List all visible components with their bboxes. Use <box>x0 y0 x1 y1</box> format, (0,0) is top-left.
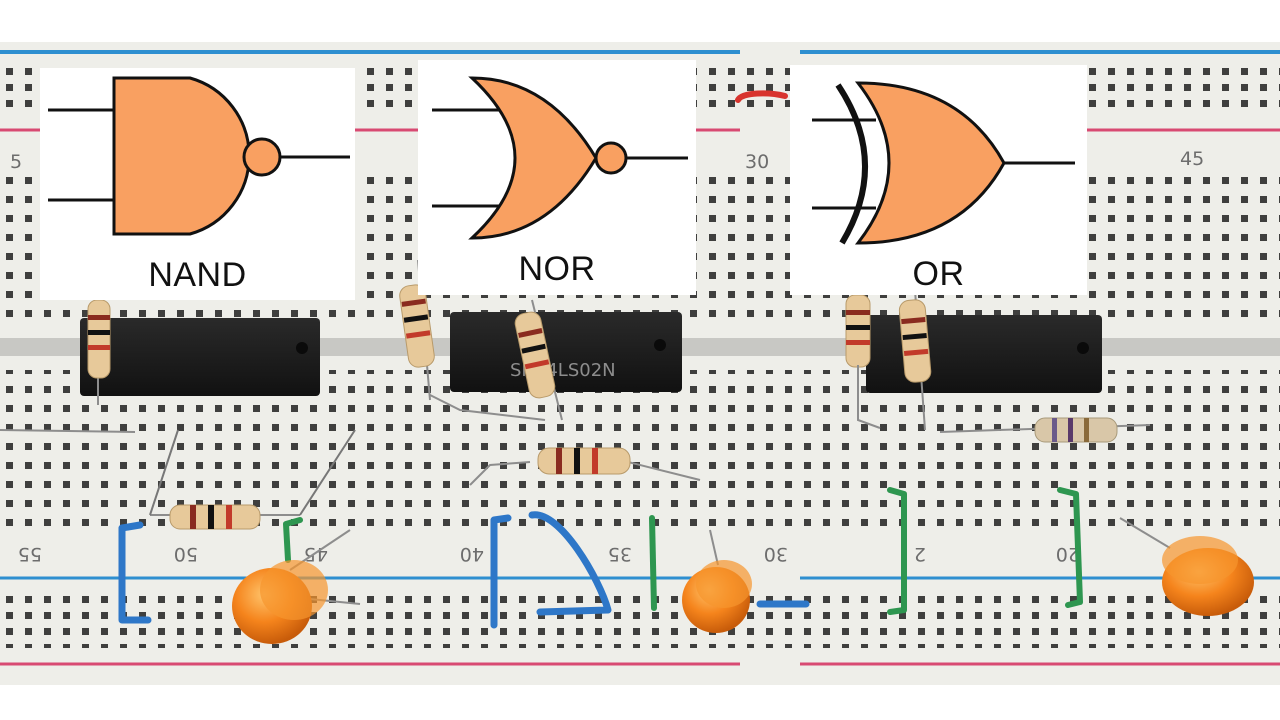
resistor <box>469 447 701 486</box>
led-nand <box>232 529 361 644</box>
col-number: 5 <box>10 151 22 173</box>
or-gate-panel: OR <box>790 65 1087 295</box>
jumper-wire-red <box>735 90 788 103</box>
col-number: 55 <box>18 543 42 565</box>
gate-label: OR <box>912 255 965 293</box>
jumper-wire-green <box>887 487 907 615</box>
led-nor <box>682 529 752 633</box>
jumper-wire-blue <box>490 514 512 629</box>
lead <box>299 429 356 516</box>
col-number: 40 <box>460 543 484 565</box>
resistor <box>514 299 563 421</box>
resistor <box>399 259 435 401</box>
led-or <box>1119 517 1254 616</box>
or-gate-icon <box>812 81 1075 245</box>
gate-label: NOR <box>518 250 596 288</box>
lead <box>857 365 881 429</box>
lead <box>0 429 136 433</box>
nand-gate-icon <box>48 76 350 236</box>
gate-label: NAND <box>148 256 247 294</box>
ic-chip-nand <box>80 318 320 396</box>
col-number: 35 <box>608 543 632 565</box>
resistor <box>150 504 300 530</box>
nor-gate-panel: NOR <box>418 60 696 295</box>
col-number: 20 <box>1056 543 1080 565</box>
col-number: 30 <box>745 151 769 173</box>
col-number: 50 <box>174 543 198 565</box>
lead <box>149 429 179 516</box>
nor-gate-icon <box>432 76 688 240</box>
col-number: 45 <box>1180 148 1204 170</box>
resistor <box>898 289 932 431</box>
jumper-wire-green <box>1057 487 1083 608</box>
jumper-wire-green <box>649 515 657 611</box>
jumper-wire-green <box>283 517 303 563</box>
resistor <box>845 290 871 405</box>
nand-gate-panel: NAND <box>40 68 355 300</box>
resistor <box>87 290 111 405</box>
col-number: 30 <box>764 543 788 565</box>
jumper-wire-blue <box>118 521 152 624</box>
lead <box>429 394 546 421</box>
ic-chip-nor: SN74LS02N <box>450 312 682 392</box>
jumper-wire-blue <box>528 511 612 616</box>
col-number: 2 <box>914 543 926 565</box>
resistor <box>939 417 1151 443</box>
